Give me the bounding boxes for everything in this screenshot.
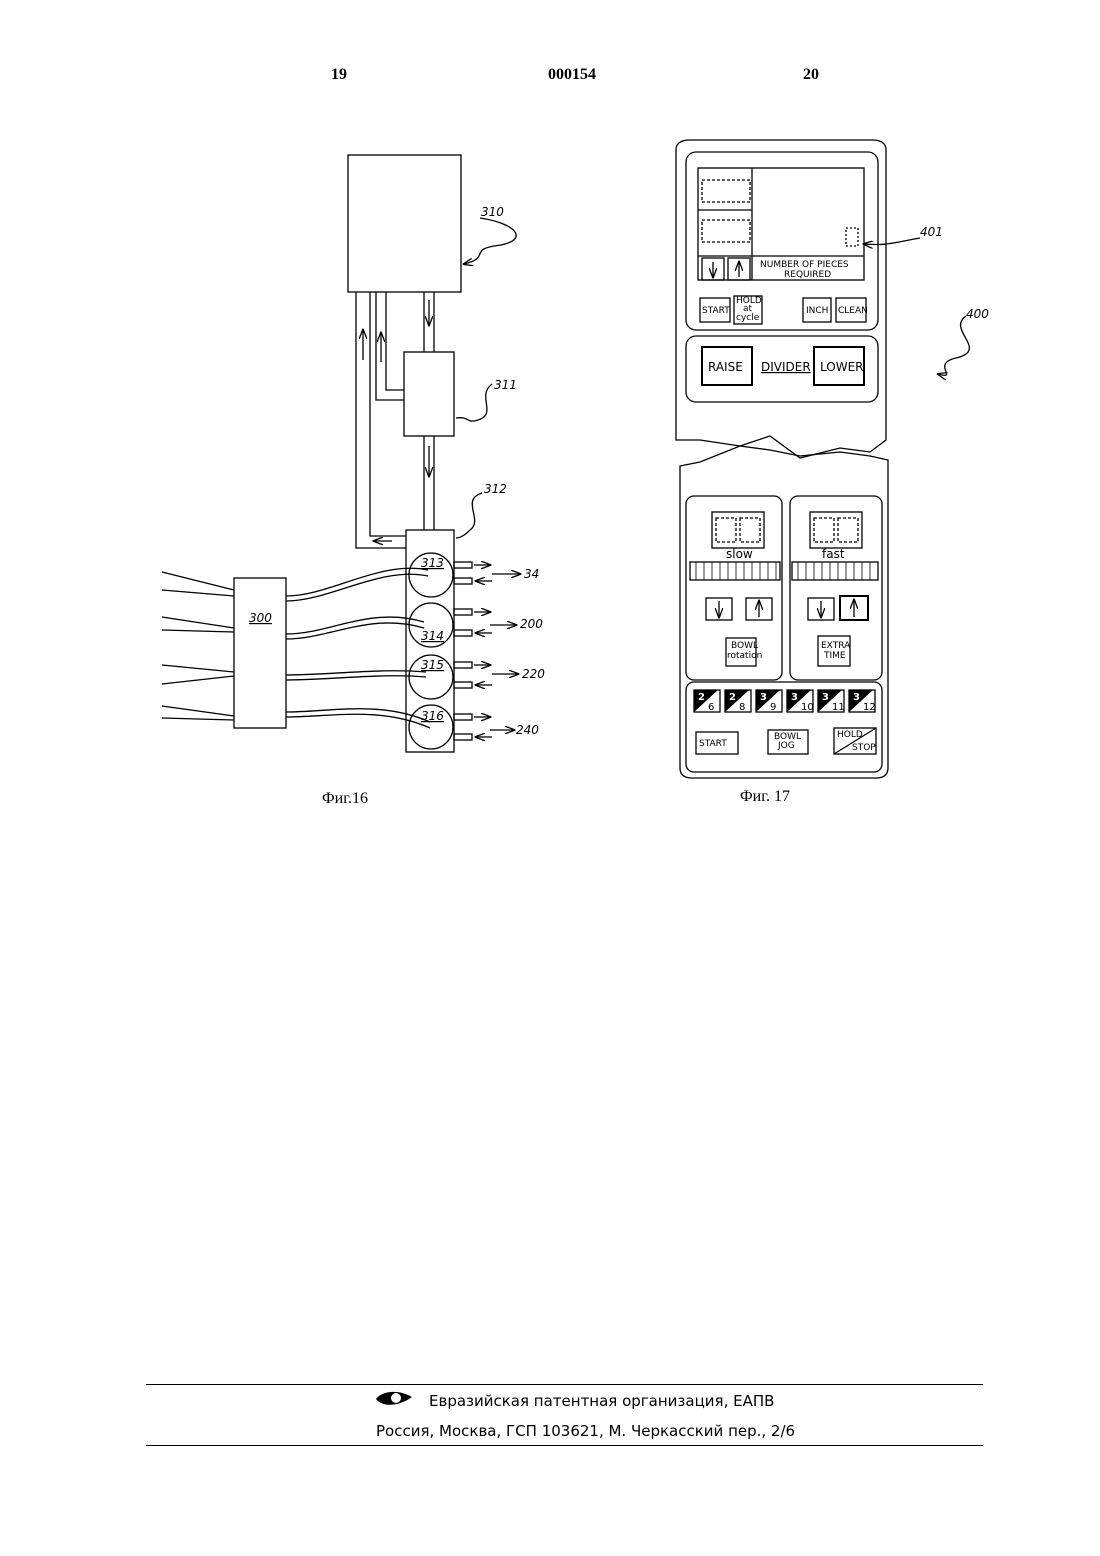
footer-organization: Евразийская патентная организация, ЕАПВ: [429, 1392, 774, 1410]
speed-key-top: 2: [698, 692, 705, 703]
speed-key-bottom: 10: [801, 702, 814, 713]
speed-key-bottom: 11: [832, 702, 845, 713]
footer-rule-bottom: [146, 1445, 983, 1446]
footer-address: Россия, Москва, ГСП 103621, М. Черкасски…: [376, 1422, 795, 1440]
pieces-label-2: REQUIRED: [784, 270, 831, 280]
inch-button: INCH: [806, 306, 828, 316]
label-314: 314: [421, 629, 444, 643]
label-311: 311: [494, 378, 517, 392]
speed-key-top: 2: [729, 692, 736, 703]
label-316: 316: [421, 709, 444, 723]
block-300: [234, 578, 286, 728]
label-220: 220: [522, 667, 545, 681]
fig16-caption: Фиг.16: [322, 790, 368, 808]
label-401: 401: [920, 225, 943, 239]
divider-label: DIVIDER: [761, 360, 811, 374]
block-310: [348, 155, 461, 292]
speed-key-bottom: 12: [863, 702, 876, 713]
raise-button: RAISE: [708, 360, 743, 374]
label-310: 310: [481, 205, 504, 219]
slow-label: slow: [726, 547, 753, 561]
top-panel-outline: [676, 140, 886, 458]
label-315: 315: [421, 658, 444, 672]
hold-stop-2: STOP: [852, 743, 876, 753]
fast-label: fast: [822, 547, 845, 561]
speed-key-bottom: 6: [708, 702, 714, 713]
speed-key-bottom: 9: [770, 702, 776, 713]
speed-rulers: [696, 562, 870, 580]
label-300: 300: [249, 611, 272, 625]
label-200: 200: [520, 617, 543, 631]
block-311: [404, 352, 454, 436]
speed-keys: 262839310311312: [694, 690, 876, 713]
label-312: 312: [484, 482, 507, 496]
label-400: 400: [966, 307, 989, 321]
clean-button: CLEAN: [838, 306, 868, 316]
label-240: 240: [516, 723, 539, 737]
speed-key: 39: [756, 690, 782, 713]
hold-label-3: cycle: [736, 313, 760, 323]
extra-time-1: EXTRA: [821, 641, 851, 651]
label-34: 34: [524, 567, 539, 581]
speed-key-top: 3: [760, 692, 767, 703]
fig16-diagram: [162, 155, 520, 752]
label-313: 313: [421, 556, 444, 570]
speed-key: 28: [725, 690, 751, 713]
eapo-logo: [376, 1392, 412, 1405]
speed-key: 312: [849, 690, 876, 713]
footer-rule-top: [146, 1384, 983, 1385]
speed-key: 311: [818, 690, 845, 713]
start-button-top: START: [702, 306, 730, 316]
start-button-bottom: START: [699, 739, 727, 749]
bowl-rotation-1: BOWL: [731, 641, 758, 651]
fig17-caption: Фиг. 17: [740, 788, 790, 806]
speed-key: 310: [787, 690, 814, 713]
speed-key-bottom: 8: [739, 702, 745, 713]
lower-button: LOWER: [820, 360, 864, 374]
speed-key-top: 3: [822, 692, 829, 703]
speed-key-top: 3: [853, 692, 860, 703]
bowl-rotation-2: rotation: [727, 651, 762, 661]
bowl-jog-2: JOG: [777, 741, 795, 751]
pieces-label-1: NUMBER OF PIECES: [760, 260, 849, 270]
speed-key: 26: [694, 690, 720, 713]
extra-time-2: TIME: [823, 651, 846, 661]
hold-stop-1: HOLD: [837, 730, 863, 740]
speed-key-top: 3: [791, 692, 798, 703]
